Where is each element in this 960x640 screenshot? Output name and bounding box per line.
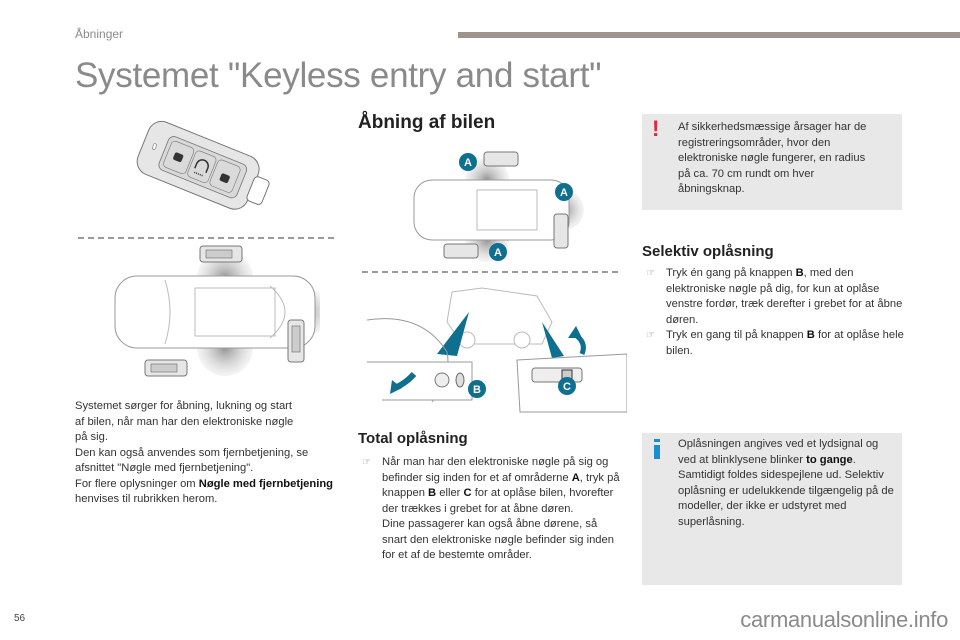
zone-label-a: A <box>555 183 573 201</box>
watermark: carmanualsonline.info <box>740 607 948 632</box>
info-box: Oplåsningen angives ved et lydsignal og … <box>642 433 902 585</box>
key-fob-illustration <box>136 120 270 210</box>
figure-divider <box>362 271 618 273</box>
section-label: Åbninger <box>75 27 124 41</box>
info-text-part: . Samtidigt foldes sidespejlene ud. Sele… <box>678 453 894 528</box>
intro-more: For flere oplysninger om Nøgle med fjern… <box>75 477 345 508</box>
zone-label-a: A <box>489 243 507 261</box>
header-accent-bar <box>458 32 960 38</box>
intro-paragraph: Systemet sørger for åbning, lukning og s… <box>75 399 345 508</box>
exclamation-icon: ! <box>652 116 660 141</box>
pointing-hand-icon: ☞ <box>646 330 655 341</box>
intro-more-text: For flere oplysninger om <box>75 477 199 490</box>
opening-heading: Åbning af bilen <box>358 112 496 133</box>
intro-line: Den kan også anvendes som fjernbetjening… <box>75 446 309 459</box>
door-handle-buttons-illustration: B C <box>366 287 627 413</box>
list-item: ☞ Når man har den elektroniske nøgle på … <box>362 455 624 564</box>
intro-line: af bilen, når man har den elektroniske n… <box>75 415 294 428</box>
bullet-text: Når man har den elektroniske nøgle på si… <box>382 456 609 484</box>
svg-text:C: C <box>563 381 571 393</box>
warning-text: Af sikkerhedsmæssige årsager har de regi… <box>678 121 867 195</box>
warning-box: ! Af sikkerhedsmæssige årsager har de re… <box>642 114 902 210</box>
intro-line: på sig. <box>75 431 108 443</box>
bullet-text: for at oplåse bilen, hvorefter der trækk… <box>382 487 614 515</box>
total-unlocking-heading: Total oplåsning <box>358 430 468 447</box>
selective-unlocking-list: ☞ Tryk én gang på knappen B, med den ele… <box>646 266 908 359</box>
intro-line: afsnittet "Nøgle med fjernbetjening". <box>75 462 254 474</box>
svg-text:A: A <box>464 157 472 169</box>
page-title: Systemet "Keyless entry and start" <box>75 56 602 95</box>
bullet-text: Dine passagerer kan også åbne dørene, så… <box>382 518 614 561</box>
selective-unlocking-heading: Selektiv oplåsning <box>642 243 774 260</box>
info-text: Oplåsningen angives ved et lydsignal og … <box>678 437 896 530</box>
bullet-text: , med den elektroniske nøgle på dig, for… <box>666 267 903 326</box>
info-text-part: Oplåsningen angives ved et lydsignal og … <box>678 438 879 466</box>
pointing-hand-icon: ☞ <box>646 268 655 279</box>
list-item: ☞ Tryk én gang på knappen B, med den ele… <box>646 266 908 328</box>
zone-reference: A <box>571 471 580 484</box>
bullet-text: eller <box>436 487 464 499</box>
key-remote-reference: Nøgle med fjernbetjening <box>198 477 334 490</box>
button-reference: B <box>428 487 437 499</box>
svg-text:B: B <box>473 384 481 396</box>
bullet-text: Tryk en gang til på knappen <box>666 329 807 341</box>
button-reference: B <box>806 329 815 341</box>
zone-label-a: A <box>459 153 477 171</box>
bullet-text: for at oplåse hele bilen. <box>666 329 904 357</box>
intro-more-suffix: henvises til rubrikken herom. <box>75 493 218 505</box>
intro-line: Systemet sørger for åbning, lukning og s… <box>75 400 293 412</box>
button-label-c: C <box>558 377 576 395</box>
bullet-text: , tryk på knappen <box>382 471 620 500</box>
pointing-hand-icon: ☞ <box>362 457 371 468</box>
info-emphasis: to gange <box>806 453 853 466</box>
bullet-text: Tryk én gang på knappen <box>666 267 796 279</box>
svg-text:A: A <box>560 187 568 199</box>
list-item: ☞ Tryk en gang til på knappen B for at o… <box>646 328 908 359</box>
button-reference: B <box>795 267 804 279</box>
total-unlocking-list: ☞ Når man har den elektroniske nøgle på … <box>362 455 624 564</box>
button-label-b: B <box>468 380 486 398</box>
page-number: 56 <box>14 613 26 624</box>
button-reference: C <box>463 487 472 499</box>
figure-divider <box>78 237 334 239</box>
car-detection-zones-illustration <box>114 245 320 377</box>
svg-text:A: A <box>494 247 502 259</box>
opening-zones-illustration: A A A <box>413 151 584 262</box>
